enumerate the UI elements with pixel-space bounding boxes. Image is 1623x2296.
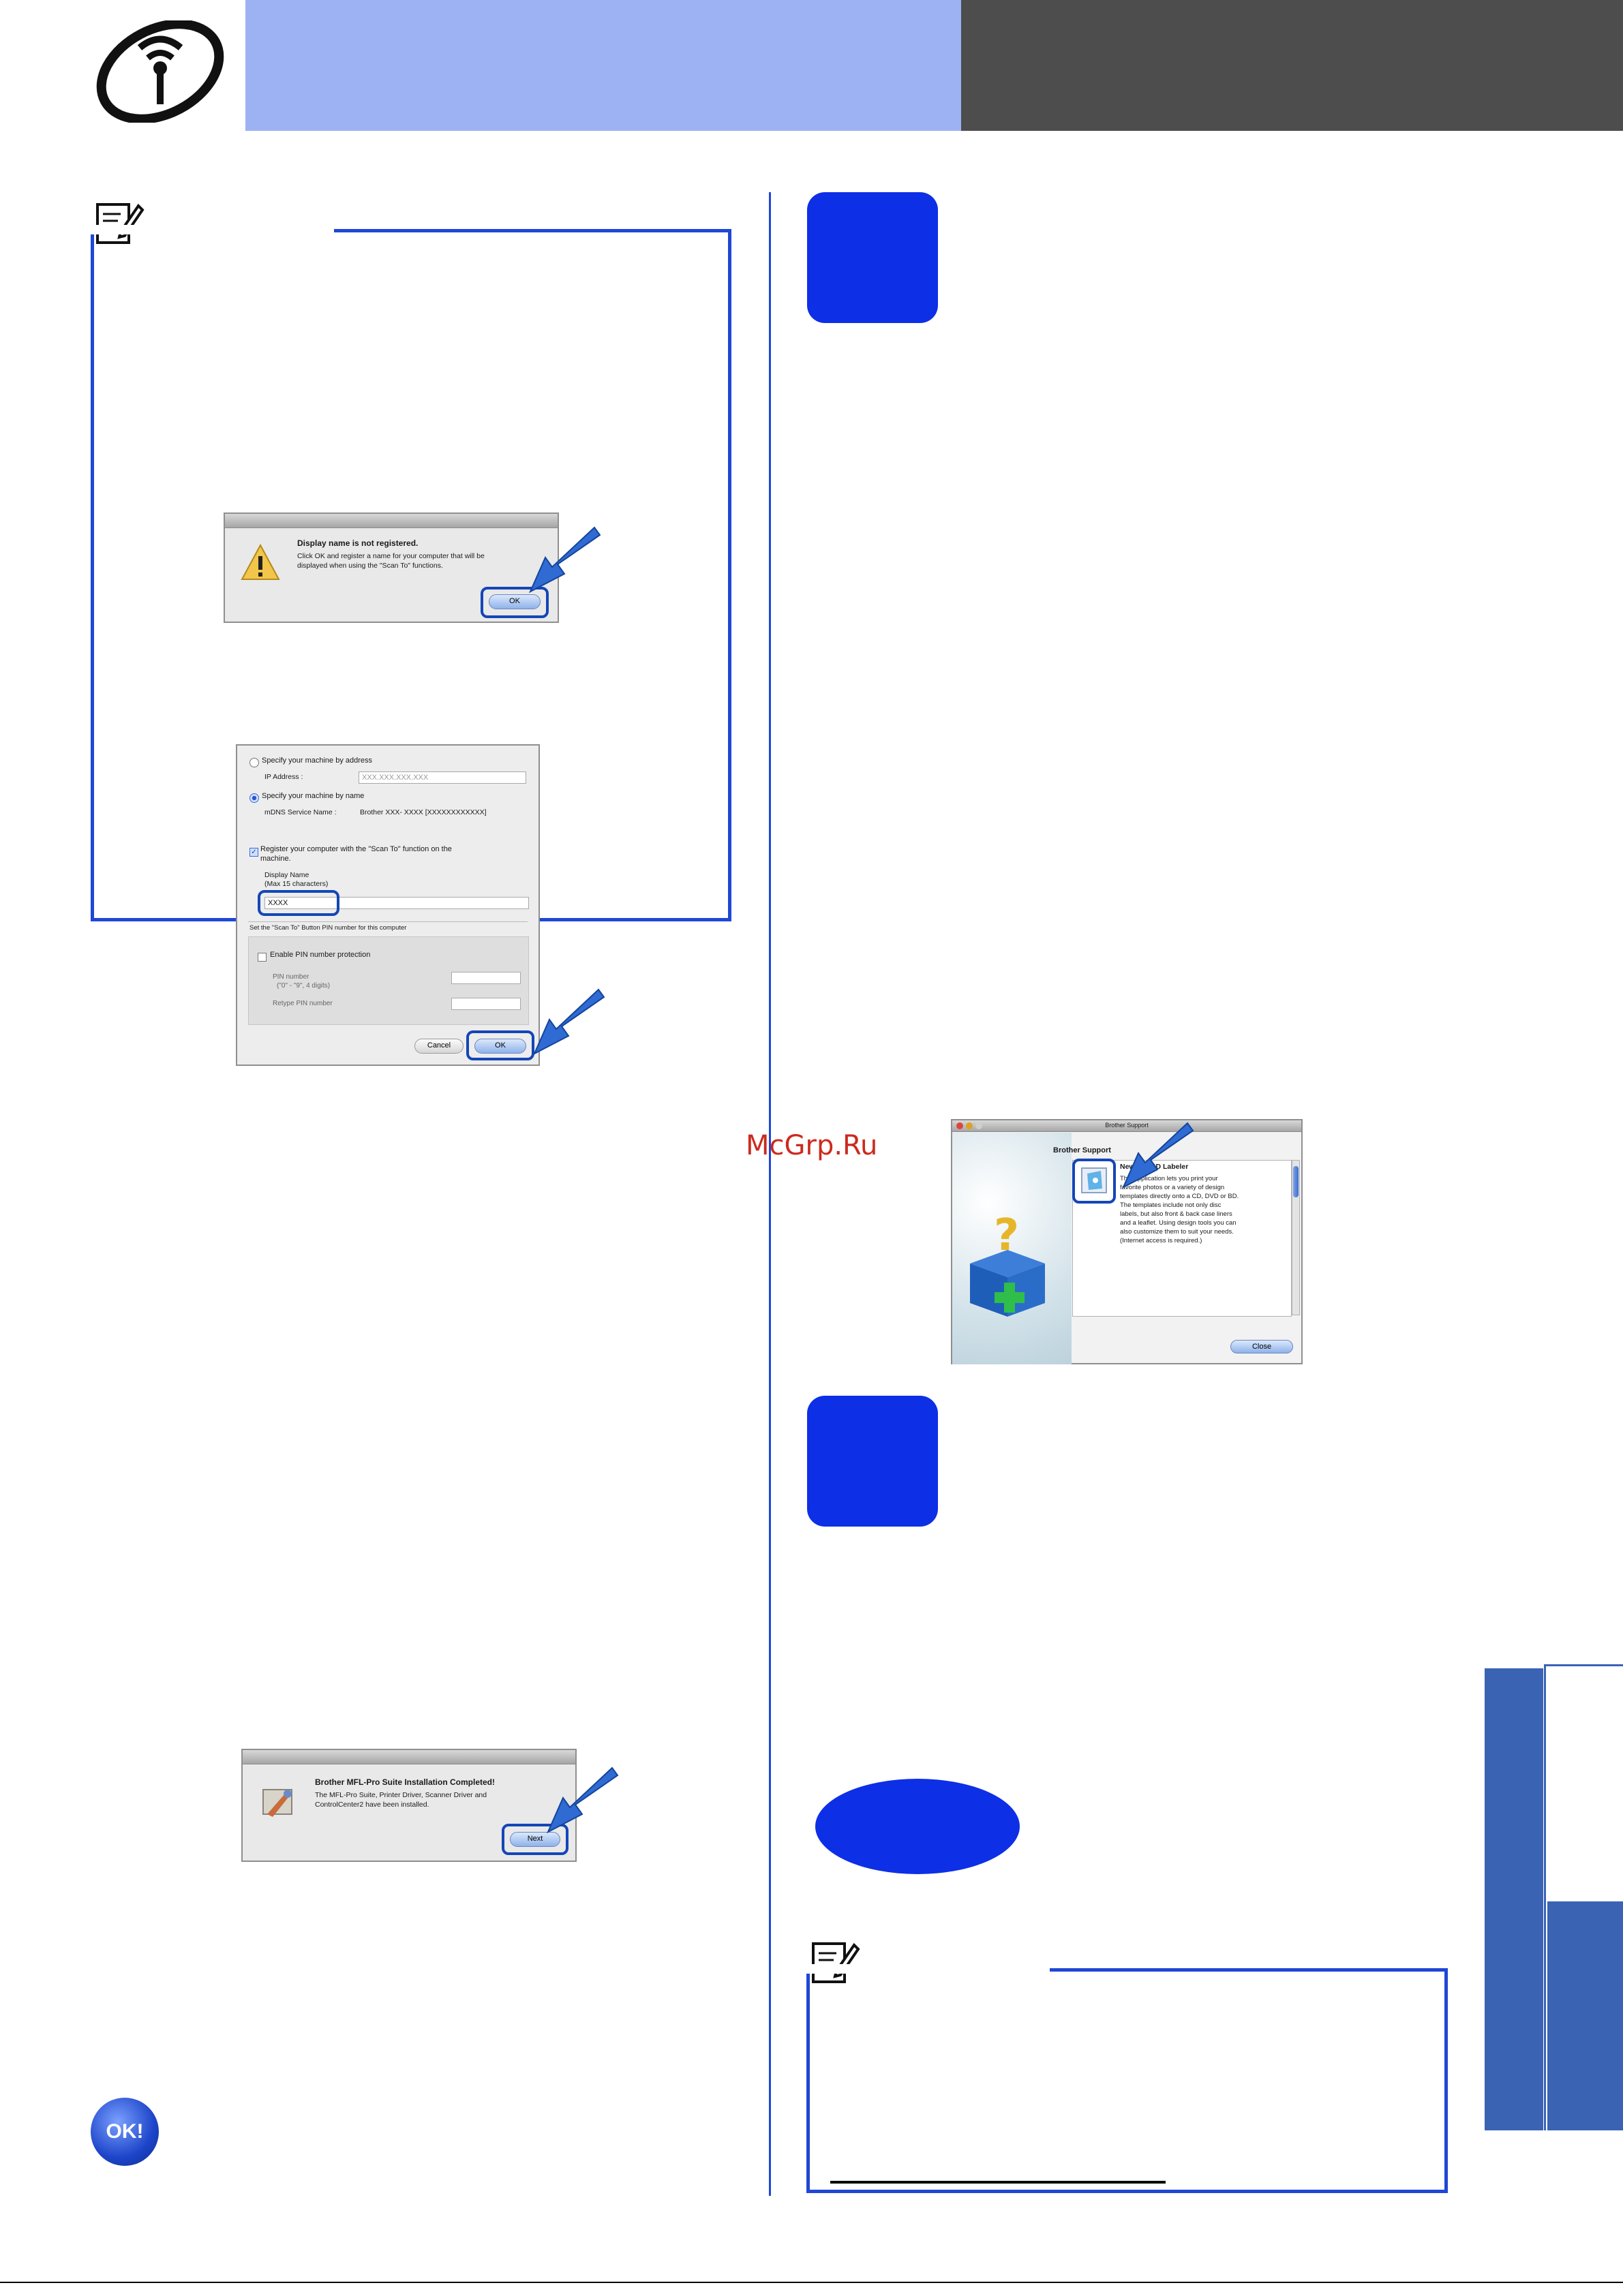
- radio-by-address[interactable]: [249, 758, 259, 767]
- cancel-button[interactable]: Cancel: [414, 1039, 464, 1054]
- pointer-arrow: [528, 526, 601, 594]
- item-body-line: templates directly onto a CD, DVD or BD.: [1120, 1193, 1239, 1200]
- column-divider: [769, 192, 771, 2196]
- display-name-input[interactable]: XXXX: [264, 897, 529, 909]
- side-tab-border: [1544, 1664, 1623, 1666]
- divider: [248, 921, 528, 922]
- side-tab-left: [1485, 1668, 1543, 2130]
- finish-oval: [815, 1779, 1020, 1874]
- dialog-message-line1: The MFL-Pro Suite, Printer Driver, Scann…: [315, 1791, 487, 1799]
- support-list: [1072, 1160, 1292, 1317]
- register-checkbox[interactable]: ✓: [249, 848, 258, 857]
- register-line2: machine.: [260, 855, 291, 863]
- opt-address-label: Specify your machine by address: [262, 756, 373, 765]
- display-name-hint: (Max 15 characters): [264, 880, 329, 888]
- mdns-value: Brother XXX- XXXX [XXXXXXXXXXXX]: [360, 808, 487, 816]
- pin-hint: ("0" - "9", 4 digits): [277, 982, 331, 990]
- support-sidebar: [952, 1133, 1072, 1364]
- footer-rule: [0, 2282, 1623, 2283]
- support-scrollbar[interactable]: [1292, 1160, 1300, 1315]
- side-tab-border: [1544, 1664, 1546, 2130]
- installer-icon: [262, 1789, 292, 1817]
- next-button[interactable]: Next: [510, 1832, 560, 1847]
- dialog-title: Display name is not registered.: [297, 538, 419, 548]
- dialog-message-line1: Click OK and register a name for your co…: [297, 552, 485, 560]
- pin-group-title: Set the "Scan To" Button PIN number for …: [249, 924, 407, 932]
- install-complete-dialog: Brother MFL-Pro Suite Installation Compl…: [241, 1749, 577, 1862]
- ok-button[interactable]: OK: [474, 1039, 526, 1054]
- link-underline: [830, 2181, 1166, 2184]
- item-body-line: labels, but also front & back case liner…: [1120, 1210, 1232, 1218]
- pointer-arrow: [546, 1766, 619, 1834]
- register-line1: Register your computer with the "Scan To…: [260, 845, 452, 853]
- opt-name-label: Specify your machine by name: [262, 792, 365, 800]
- ok-badge: OK!: [91, 2098, 159, 2166]
- item-body-line: also customize them to suit your needs.: [1120, 1228, 1234, 1236]
- highlight-frame: [466, 1030, 534, 1060]
- pin-checkbox[interactable]: [258, 953, 267, 962]
- pin-label: PIN number: [273, 973, 309, 981]
- close-window-icon[interactable]: [956, 1122, 963, 1129]
- header-band: [245, 0, 961, 131]
- dialog-message-line2: displayed when using the "Scan To" funct…: [297, 562, 443, 570]
- item-body-line: and a leaflet. Using design tools you ca…: [1120, 1219, 1237, 1227]
- header-dark-band: [961, 0, 1623, 131]
- support-question-box-icon: ?: [970, 1210, 1045, 1317]
- window-title: Brother Support: [1105, 1122, 1149, 1129]
- dialog-message-line2: ControlCenter2 have been installed.: [315, 1801, 429, 1809]
- pin-input[interactable]: [451, 972, 521, 984]
- display-name-dialog: Display name is not registered. Click OK…: [224, 512, 559, 623]
- warning-icon: [241, 543, 280, 580]
- pointer-arrow: [1121, 1122, 1194, 1189]
- mdns-label: mDNS Service Name :: [264, 808, 337, 816]
- dialog-title: Brother MFL-Pro Suite Installation Compl…: [315, 1777, 496, 1787]
- side-tab-right: [1547, 1901, 1623, 2130]
- zoom-window-icon[interactable]: [975, 1122, 982, 1129]
- display-name-label: Display Name: [264, 871, 309, 879]
- retype-pin-label: Retype PIN number: [273, 1000, 333, 1007]
- item-body-line: (Internet access is required.): [1120, 1237, 1202, 1244]
- close-button[interactable]: Close: [1230, 1340, 1293, 1353]
- brother-support-window: Brother Support ? Brother Support NewSof…: [951, 1119, 1303, 1364]
- step-block-2: [807, 1396, 938, 1527]
- highlight-frame: [502, 1824, 568, 1855]
- cd-labeler-icon[interactable]: [1080, 1167, 1108, 1194]
- dialog-titlebar: [243, 1750, 575, 1764]
- item-body-line: The templates include not only disc: [1120, 1201, 1222, 1209]
- minimize-window-icon[interactable]: [966, 1122, 973, 1129]
- svg-text:?: ?: [994, 1210, 1019, 1261]
- highlight-frame: [1072, 1159, 1116, 1204]
- radio-by-name[interactable]: [249, 793, 259, 803]
- highlight-frame: [481, 587, 549, 618]
- wireless-icon: [96, 20, 224, 123]
- watermark: McGrp.Ru: [746, 1130, 878, 1161]
- support-heading: Brother Support: [1053, 1146, 1111, 1154]
- step-block-1: [807, 192, 938, 323]
- retype-pin-input[interactable]: [451, 998, 521, 1010]
- note-frame-right: [806, 1968, 1448, 2193]
- ok-button[interactable]: OK: [489, 594, 541, 609]
- enable-pin-label: Enable PIN number protection: [270, 951, 371, 959]
- ip-address-input[interactable]: XXX.XXX.XXX.XXX: [359, 771, 526, 784]
- ip-label: IP Address :: [264, 773, 303, 781]
- pointer-arrow: [532, 988, 605, 1056]
- item-body-line: favorite photos or a variety of design: [1120, 1184, 1225, 1191]
- machine-settings-dialog: Specify your machine by address IP Addre…: [236, 744, 540, 1066]
- highlight-frame: [258, 890, 339, 916]
- item-body-line: This application lets you print your: [1120, 1175, 1218, 1182]
- dialog-titlebar: [225, 514, 558, 528]
